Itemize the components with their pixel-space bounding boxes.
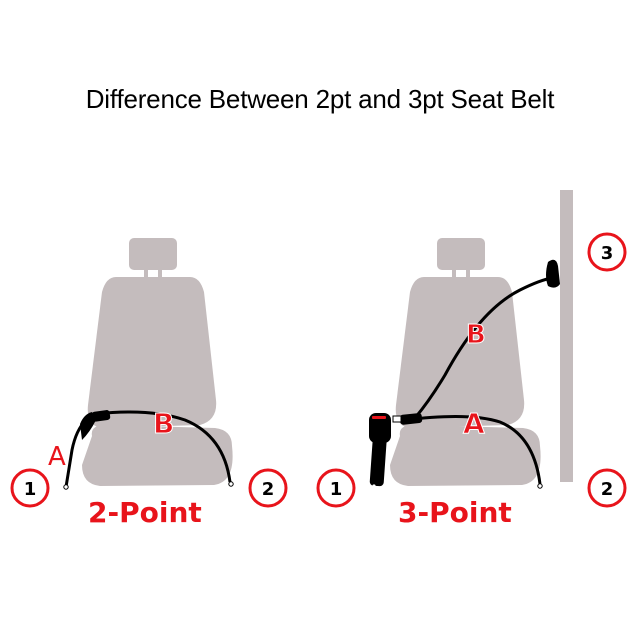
anchor-2-right: 2 <box>587 468 627 508</box>
latch-plate <box>399 413 423 425</box>
lap-belt-2pt <box>63 410 234 490</box>
anchor-2-left: 2 <box>248 468 288 508</box>
svg-text:1: 1 <box>330 479 343 500</box>
seat-back <box>87 277 217 428</box>
diagram-title: Difference Between 2pt and 3pt Seat Belt <box>85 84 555 114</box>
label-b-right: B <box>466 320 486 350</box>
label-a-left: A <box>48 442 66 472</box>
buckle <box>80 412 96 440</box>
anchor-1-left: 1 <box>10 468 50 508</box>
label-b-left: B <box>153 407 174 440</box>
svg-text:3: 3 <box>601 243 614 264</box>
retractor-d-ring <box>546 259 560 288</box>
svg-text:2: 2 <box>601 479 614 500</box>
left-seat <box>82 238 233 486</box>
seat-back <box>395 277 525 428</box>
caption-2-point: 2-Point <box>88 496 202 529</box>
headrest <box>129 238 177 270</box>
right-seat <box>390 238 541 486</box>
b-pillar <box>560 190 573 482</box>
label-a-right: A <box>463 407 485 440</box>
seat-cushion <box>390 425 541 486</box>
lap-shoulder-belt-3pt <box>369 259 560 489</box>
buckle <box>369 413 391 488</box>
latch-plate <box>91 410 111 422</box>
anchor-1-right: 1 <box>316 468 356 508</box>
anchor-3-right: 3 <box>587 232 627 272</box>
seat-cushion <box>82 425 233 486</box>
headrest <box>437 238 485 270</box>
svg-text:1: 1 <box>24 479 37 500</box>
caption-3-point: 3-Point <box>398 496 512 529</box>
svg-text:2: 2 <box>262 479 275 500</box>
